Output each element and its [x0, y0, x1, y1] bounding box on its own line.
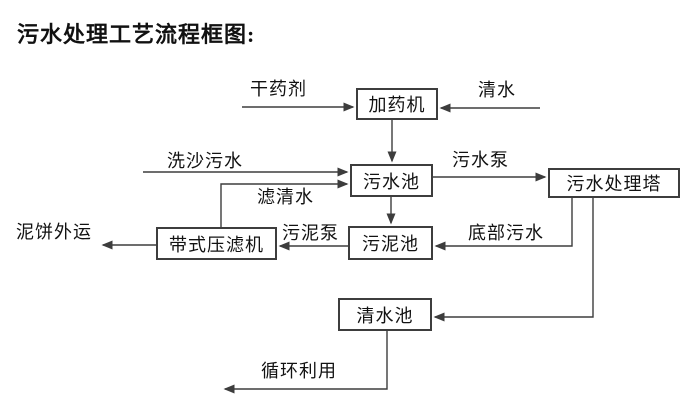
flow-label-clean-water: 清水 — [478, 80, 516, 100]
node-belt-filter-press: 带式压滤机 — [156, 227, 277, 260]
edge-tower-to-sludge-pool — [434, 198, 573, 251]
flow-label-dry-chemical: 干药剂 — [250, 79, 307, 99]
flow-label-sand-washing-sewage: 洗沙污水 — [167, 151, 243, 171]
flow-label-filtered-water: 滤清水 — [257, 187, 314, 207]
flow-label-mud-cake-out: 泥饼外运 — [16, 222, 92, 242]
node-sludge-pool: 污泥池 — [348, 226, 433, 260]
flow-label-recycle-use: 循环利用 — [261, 361, 337, 381]
page-title: 污水处理工艺流程框图: — [17, 22, 256, 47]
node-clean-water-pool: 清水池 — [338, 298, 432, 331]
edge-tower-to-clean-pool — [433, 198, 594, 322]
edge-filtered-water-to-sewage-pool — [220, 179, 349, 227]
node-sewage-pool: 污水池 — [350, 164, 433, 197]
node-treatment-tower: 污水处理塔 — [548, 168, 680, 198]
node-dosing-machine: 加药机 — [356, 88, 438, 120]
flow-label-bottom-sewage: 底部污水 — [468, 223, 544, 243]
flow-label-sewage-pump: 污水泵 — [452, 150, 509, 170]
edge-clean-pool-to-recycle — [223, 331, 388, 394]
flow-label-sludge-pump: 污泥泵 — [282, 223, 339, 243]
